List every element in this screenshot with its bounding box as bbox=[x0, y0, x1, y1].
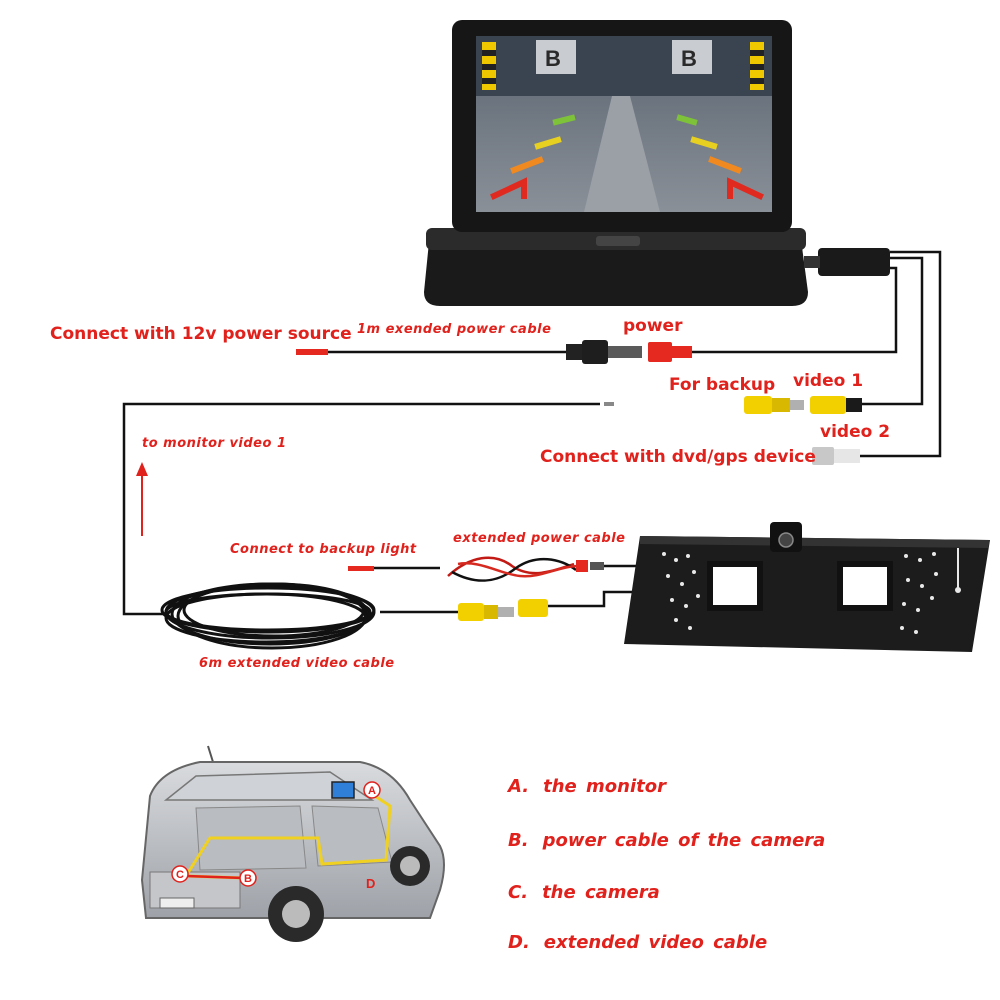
screen-letter: B bbox=[545, 46, 561, 71]
legend-item: B.power cable of the camera bbox=[508, 830, 826, 851]
label-ext-power-cable: extended power cable bbox=[453, 531, 626, 546]
extended-power-cable bbox=[447, 556, 604, 582]
label-video2: video 2 bbox=[820, 422, 891, 442]
label-to-monitor: to monitor video 1 bbox=[142, 436, 287, 451]
wiring bbox=[122, 248, 942, 616]
legend-item: A.the monitor bbox=[508, 776, 666, 797]
video-cable-coil bbox=[160, 582, 376, 650]
label-power-source: Connect with 12v power source bbox=[50, 324, 352, 344]
label-video-cable-6m: 6m extended video cable bbox=[199, 656, 395, 671]
dc-plug bbox=[566, 340, 692, 364]
monitor: B B bbox=[424, 20, 808, 306]
power-cable-end bbox=[296, 349, 328, 355]
rca-camera bbox=[458, 599, 548, 621]
legend-item: C.the camera bbox=[508, 882, 660, 903]
backup-light-wire-end bbox=[348, 566, 374, 571]
rca-video1 bbox=[744, 396, 862, 414]
car-marker-a: A bbox=[368, 785, 376, 797]
car-marker-b: B bbox=[244, 873, 252, 885]
label-for-backup: For backup bbox=[669, 375, 776, 395]
rca-video2 bbox=[812, 447, 860, 465]
legend-item: D.extended video cable bbox=[508, 932, 768, 953]
label-power: power bbox=[623, 316, 683, 336]
license-plate-camera bbox=[624, 522, 990, 652]
car-marker-d: D bbox=[366, 876, 375, 891]
label-dvd-gps: Connect with dvd/gps device bbox=[540, 447, 816, 467]
monitor-base bbox=[424, 232, 808, 306]
monitor-button bbox=[596, 236, 640, 246]
label-video1: video 1 bbox=[793, 371, 864, 391]
arrow-up-icon bbox=[136, 462, 148, 536]
car-marker-c: C bbox=[176, 869, 184, 881]
screen-letter: B bbox=[681, 46, 697, 71]
label-power-cable-1m: 1m exended power cable bbox=[357, 322, 552, 337]
car-illustration: A B C D bbox=[140, 745, 445, 942]
label-backup-light: Connect to backup light bbox=[230, 542, 417, 557]
